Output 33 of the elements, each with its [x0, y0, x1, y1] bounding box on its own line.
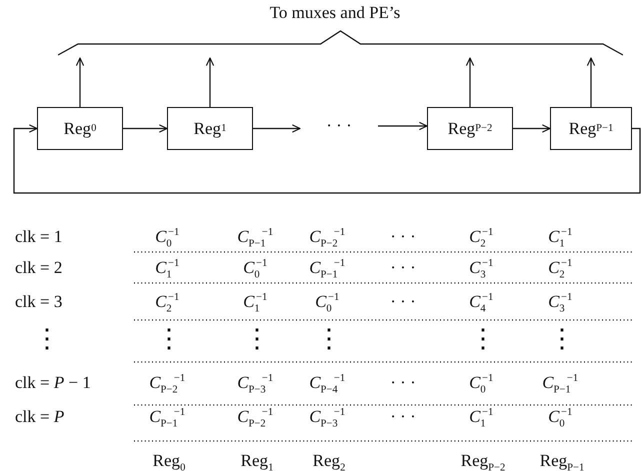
register-label: Reg$_{1}$: [240, 452, 274, 471]
arrow: [13, 124, 641, 194]
arrow: [466, 57, 474, 107]
brace: [58, 30, 623, 58]
vertical-ellipsis: ⋮: [244, 326, 270, 352]
arrow: [206, 57, 214, 107]
arrow: [586, 57, 596, 107]
vertical-ellipsis: ⋮: [316, 326, 342, 352]
vertical-ellipsis: ⋮: [470, 326, 496, 352]
vertical-ellipsis: ⋮: [34, 326, 60, 352]
register-label: Reg$_{P−2}$: [460, 452, 506, 471]
clock-label: clk = P − 1: [15, 374, 91, 391]
ellipsis: · · ·: [390, 259, 416, 276]
clock-label: clk = 2: [15, 259, 62, 276]
vertical-ellipsis: ⋮: [549, 326, 575, 352]
register-label: Reg$_{P−1}$: [540, 452, 584, 471]
arrow: [123, 124, 168, 133]
ellipsis: · · ·: [300, 116, 378, 136]
output-caption: To muxes and PE’s: [270, 4, 400, 21]
ellipsis: · · ·: [390, 408, 416, 425]
arrow: [253, 124, 301, 133]
register-label: Reg$_{0}$: [152, 452, 186, 471]
arrow: [378, 122, 428, 130]
vertical-ellipsis: ⋮: [156, 326, 182, 352]
ellipsis: · · ·: [390, 228, 416, 245]
clock-label: clk = 3: [15, 293, 62, 310]
clock-label: clk = P: [15, 408, 64, 425]
arrow: [513, 124, 551, 133]
arrow: [76, 57, 84, 107]
ellipsis: · · ·: [390, 374, 416, 391]
clock-label: clk = 1: [15, 228, 62, 245]
ellipsis: · · ·: [390, 293, 416, 310]
register-label: Reg$_{2}$: [312, 452, 346, 471]
